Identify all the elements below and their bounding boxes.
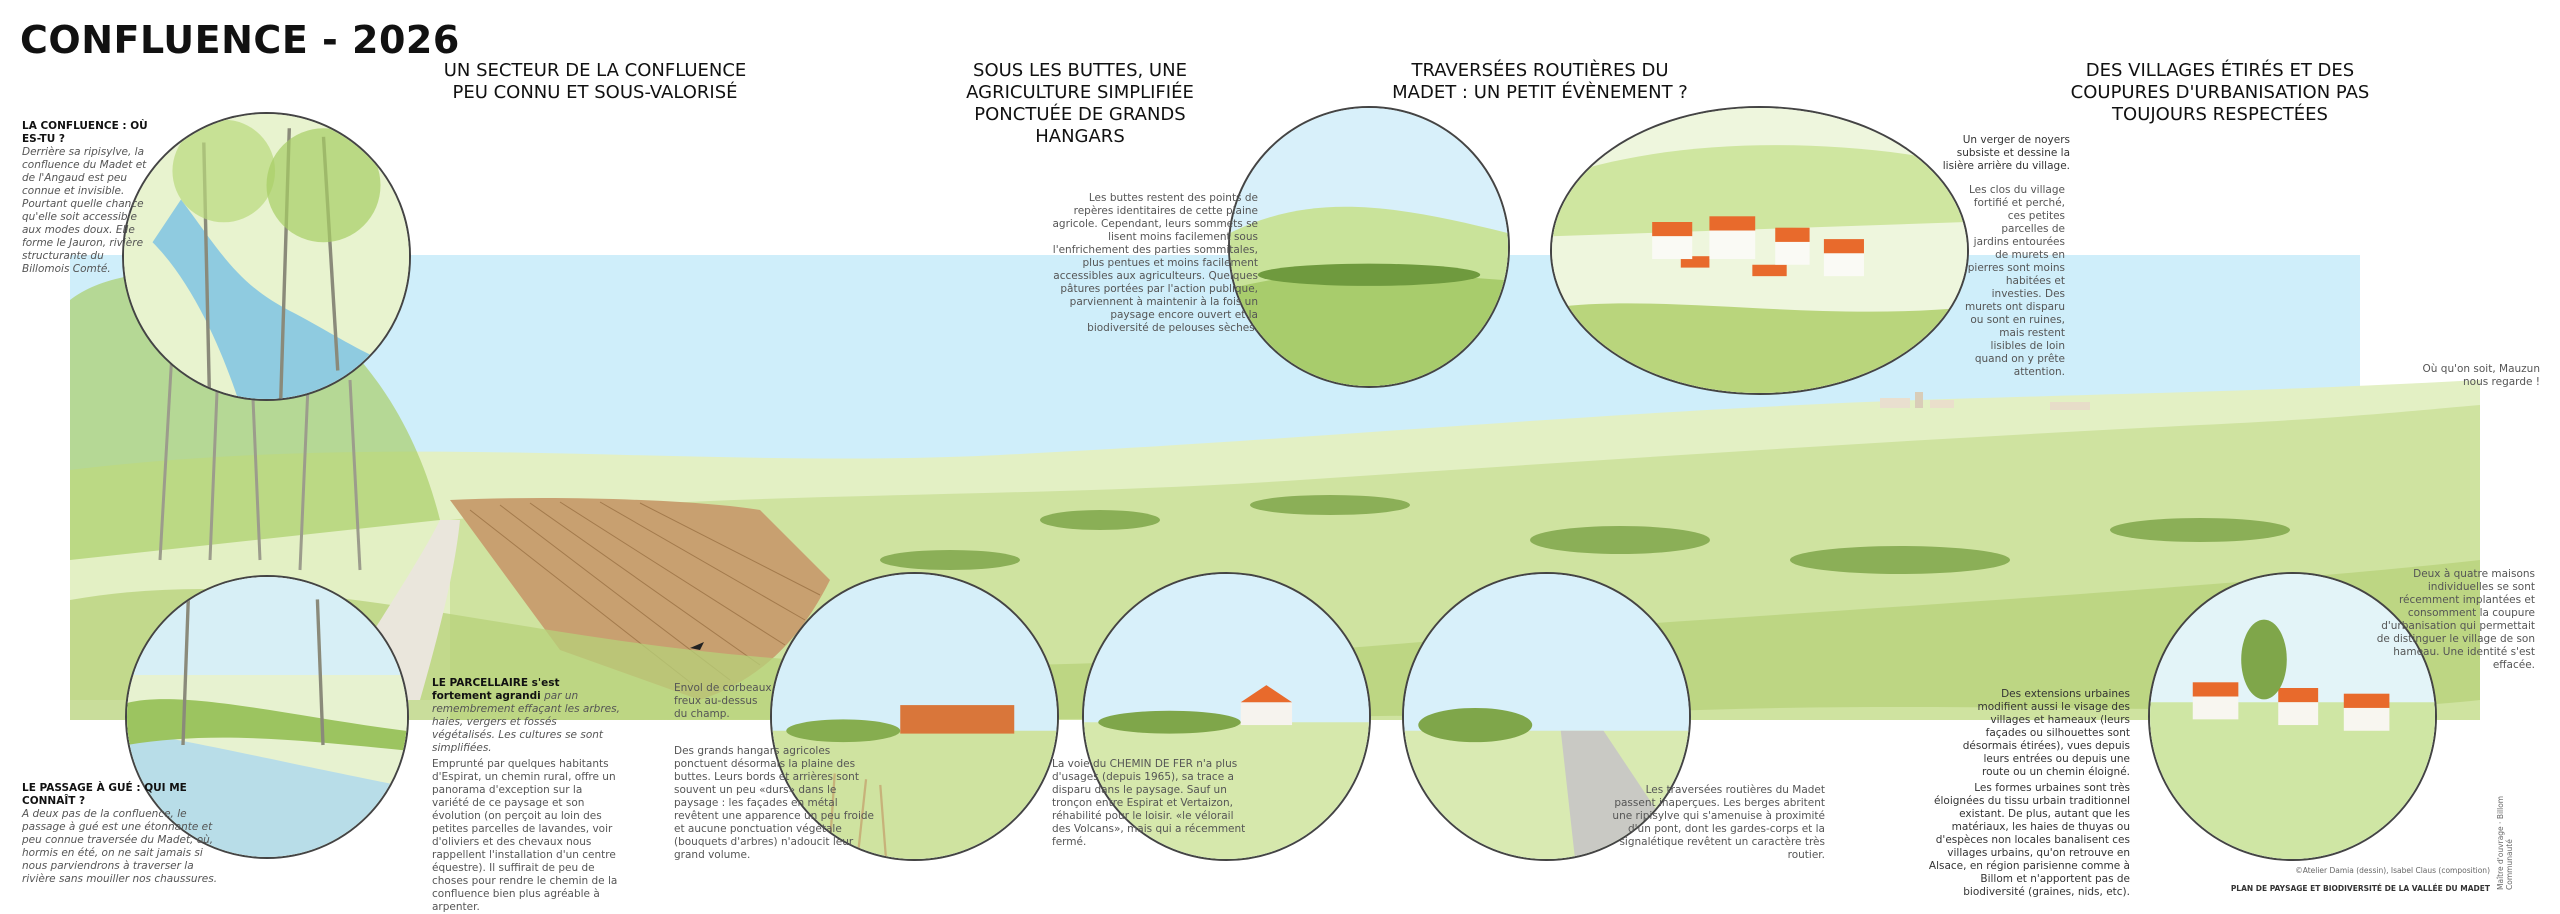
note-verger: Un verger de noyers subsiste et dessine … <box>1942 134 2070 172</box>
note-confluence: LA CONFLUENCE : OÙ ES-TU ? Derrière sa r… <box>22 120 152 276</box>
section-title-confluence: UN SECTEUR DE LA CONFLUENCE PEU CONNU ET… <box>443 60 747 103</box>
note-formes: Les formes urbaines sont très éloignées … <box>1928 782 2130 898</box>
note-passage-question: LE PASSAGE À GUÉ : QUI ME CONNAÎT ? <box>22 782 187 807</box>
note-buttes: Les buttes restent des points de repères… <box>1052 192 1258 334</box>
note-extensions: Des extensions urbaines modifient aussi … <box>1962 688 2130 778</box>
note-passage-body: A deux pas de la confluence, le passage … <box>22 808 218 885</box>
vignette-maisons <box>2148 572 2437 861</box>
vignette-buttes <box>1228 106 1510 388</box>
note-voie-ferree: La voie du CHEMIN DE FER n'a plus d'usag… <box>1052 758 1246 848</box>
crow-icon <box>690 642 704 650</box>
section-title-traversees: TRAVERSÉES ROUTIÈRES DU MADET : UN PETIT… <box>1392 60 1688 103</box>
note-hangars: Des grands hangars agricoles ponctuent d… <box>674 745 874 861</box>
note-parcellaire: LE PARCELLAIRE s'est fortement agrandi p… <box>432 677 622 755</box>
note-clos: Les clos du village fortifié et perché, … <box>1965 184 2066 378</box>
section-title-agriculture: SOUS LES BUTTES, UNE AGRICULTURE SIMPLIF… <box>966 60 1194 147</box>
note-parcellaire-bold: LE PARCELLAIRE s'est fortement agrandi <box>432 677 560 702</box>
note-confluence-body: Derrière sa ripisylve, la confluence du … <box>22 146 147 275</box>
vignette-hangars <box>770 572 1059 861</box>
page-title: CONFLUENCE - 2026 <box>20 18 460 62</box>
vignette-traversee-route <box>1402 572 1691 861</box>
note-ou-soit: Où qu'on soit, Mauzun nous regarde ! <box>2422 363 2540 388</box>
credit-plan: PLAN DE PAYSAGE ET BIODIVERSITÉ DE LA VA… <box>2230 884 2490 893</box>
note-traversees: Les traversées routières du Madet passen… <box>1612 784 1825 861</box>
credit-authors: ©Atelier Damia (dessin), Isabel Claus (c… <box>2295 866 2490 875</box>
hill-village-silhouette <box>1880 392 2090 410</box>
vignette-village-clos <box>1550 106 1969 395</box>
note-parcellaire-body: par un remembrement effaçant les arbres,… <box>432 690 620 754</box>
note-confluence-question: LA CONFLUENCE : OÙ ES-TU ? <box>22 120 148 145</box>
vignette-passage-gue <box>125 575 409 859</box>
section-title-villages: DES VILLAGES ÉTIRÉS ET DES COUPURES D'UR… <box>2070 60 2370 125</box>
plowed-field <box>450 498 830 700</box>
note-passage: LE PASSAGE À GUÉ : QUI ME CONNAÎT ? A de… <box>22 782 222 886</box>
vignette-confluence <box>122 112 411 401</box>
hedgerows <box>880 495 2290 574</box>
foreground-meadow <box>70 560 2480 720</box>
vignette-voie-ferree <box>1082 572 1371 861</box>
note-corbeaux: Envol de corbeaux freux au-dessus du cha… <box>674 682 772 720</box>
note-chemin: Emprunté par quelques habitants d'Espira… <box>432 758 618 913</box>
note-maisons: Deux à quatre maisons individuelles se s… <box>2376 568 2535 671</box>
credit-side: Maître d'ouvrage · Billom Communauté <box>2496 795 2514 890</box>
